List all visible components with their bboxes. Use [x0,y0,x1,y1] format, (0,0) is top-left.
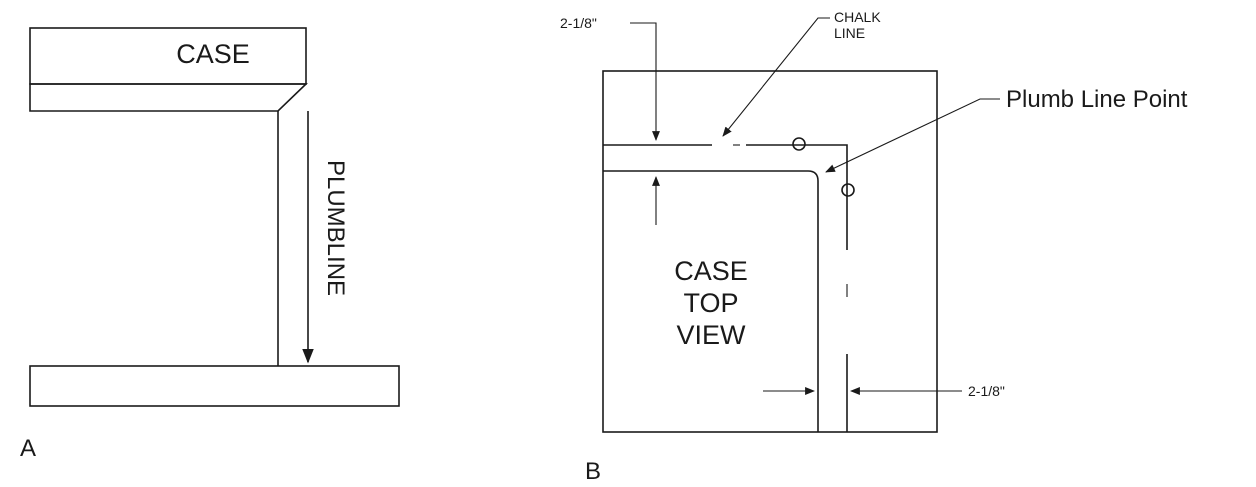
chalk-gap-top [712,142,746,148]
figure-a: CASE PLUMBLINE A [20,27,400,462]
case-top-box [29,27,307,85]
case-lip [29,83,308,112]
case-top-view-line-1: CASE [674,256,748,286]
plumb-point-circle-right [841,183,855,197]
dimension-top-arrow-down [630,22,660,141]
chalk-strip-inner-edge [603,170,819,432]
base-board [29,365,400,407]
dimension-bottom-label: 2-1/8" [968,383,1005,399]
figure-b: 2-1/8" CHALK LINE Plumb Line Point CASE … [560,9,1188,485]
chalk-line-label-2: LINE [834,25,865,41]
panel-label-a: A [20,435,36,462]
plumb-point-leader [825,98,1000,173]
case-label: CASE [176,39,250,69]
case-top-view-outline [602,70,938,433]
plumb-point-label: Plumb Line Point [1006,86,1188,113]
panel-label-b: B [585,458,601,485]
case-top-view-line-2: TOP [683,288,738,318]
dimension-top-label: 2-1/8" [560,15,597,31]
plumbline-label: PLUMBLINE [322,160,349,296]
plumb-point-circle-top [792,137,806,151]
chalk-line-label-1: CHALK [834,9,881,25]
chalk-line-leader [722,17,830,137]
chalk-gap-right [844,250,850,354]
case-top-view-line-3: VIEW [676,320,746,350]
